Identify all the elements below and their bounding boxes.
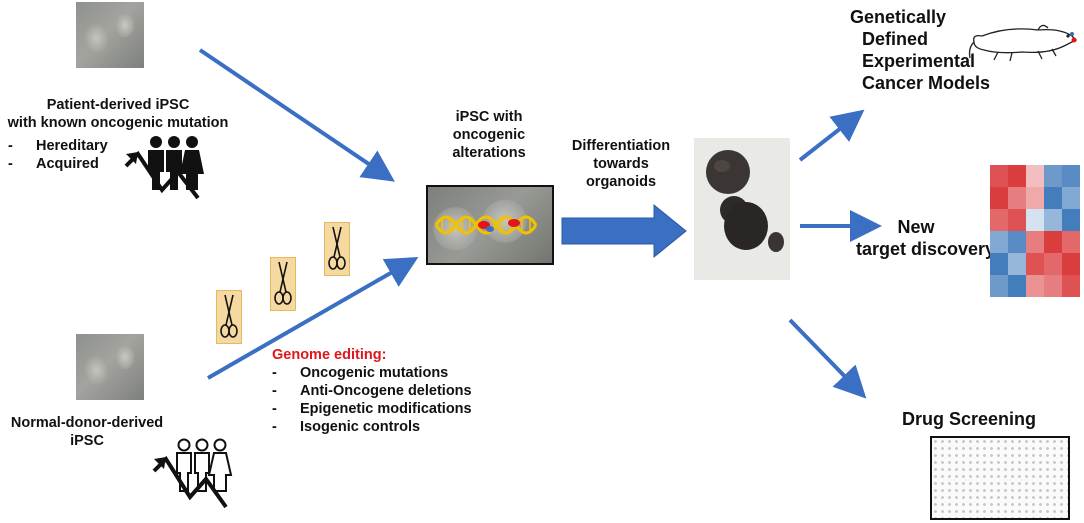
scissors-icon <box>274 261 292 305</box>
ipsc-alterations-line2: oncogenic <box>452 127 526 143</box>
differentiation-line1: Differentiation <box>571 138 671 154</box>
differentiation-line2: towards <box>593 156 649 172</box>
scissors-icon <box>220 294 238 338</box>
dna-helix-icon <box>434 215 538 235</box>
patient-mutation-types: Hereditary Acquired <box>8 137 108 173</box>
ipsc-alterations-label: iPSC with oncogenic alterations <box>426 108 552 162</box>
target-line2: target discovery <box>856 239 996 259</box>
heatmap-cell <box>1008 165 1026 187</box>
cancer-models-label: Genetically Defined Experimental Cancer … <box>850 6 990 94</box>
arrow-patient-to-ipsc <box>198 48 395 182</box>
mouse-icon <box>968 24 1078 62</box>
scissors-box-1 <box>216 290 242 344</box>
heatmap-cell <box>1062 275 1080 297</box>
models-line4: Cancer Models <box>862 73 991 93</box>
heatmap-cell <box>1044 187 1062 209</box>
differentiation-line3: organoids <box>585 174 657 190</box>
heatmap-cell <box>1062 253 1080 275</box>
organoid-photo <box>694 138 790 280</box>
models-line3: Experimental <box>862 51 976 71</box>
ipsc-alterations-line3: alterations <box>452 145 526 161</box>
drug-screening-label: Drug Screening <box>902 409 1037 429</box>
heatmap-cell <box>1062 209 1080 231</box>
heatmap-cell <box>990 275 1008 297</box>
models-line1: Genetically <box>850 7 947 27</box>
heatmap-cell <box>1008 275 1026 297</box>
ipsc-alterations-line1: iPSC with <box>455 109 523 125</box>
heatmap-cell <box>1026 253 1044 275</box>
patient-label-line1: Patient-derived iPSC <box>46 97 190 113</box>
heatmap-cell <box>990 253 1008 275</box>
heatmap-cell <box>1026 231 1044 253</box>
heatmap-cell <box>1008 231 1026 253</box>
genome-editing-list: Oncogenic mutations Anti-Oncogene deleti… <box>272 364 472 436</box>
heatmap-cell <box>1008 187 1026 209</box>
scissors-icon <box>328 226 346 270</box>
expression-heatmap <box>990 165 1080 297</box>
scissors-box-2 <box>270 257 296 311</box>
normal-people-icon <box>152 438 233 509</box>
organoid-shapes <box>706 150 784 252</box>
target-line1: New <box>897 217 935 237</box>
heatmap-cell <box>1026 165 1044 187</box>
target-discovery-label: New target discovery <box>856 216 996 260</box>
heatmap-cell <box>1062 165 1080 187</box>
heatmap-cell <box>1062 231 1080 253</box>
arrow-normal-to-ipsc <box>207 257 419 380</box>
mutation-type-acquired: Acquired <box>8 155 108 173</box>
heatmap-cell <box>1008 209 1026 231</box>
normal-ipsc-photo <box>76 334 144 400</box>
heatmap-cell <box>1008 253 1026 275</box>
screening-plate <box>930 436 1070 520</box>
heatmap-cell <box>1026 209 1044 231</box>
heatmap-cell <box>1044 253 1062 275</box>
normal-label-line2: iPSC <box>70 433 104 449</box>
heatmap-cell <box>990 165 1008 187</box>
heatmap-cell <box>1044 231 1062 253</box>
heatmap-cell <box>990 187 1008 209</box>
heatmap-cell <box>1026 187 1044 209</box>
genome-editing-title: Genome editing: <box>272 347 387 363</box>
heatmap-cell <box>1044 275 1062 297</box>
differentiation-label: Differentiation towards organoids <box>556 137 686 191</box>
heatmap-cell <box>1044 165 1062 187</box>
arrow-to-models <box>798 109 865 162</box>
heatmap-cell <box>1026 275 1044 297</box>
editing-item: Anti-Oncogene deletions <box>272 382 472 400</box>
models-line2: Defined <box>862 29 929 49</box>
patient-ipsc-label: Patient-derived iPSC with known oncogeni… <box>2 96 234 132</box>
heatmap-cell <box>990 209 1008 231</box>
arrow-to-drug <box>788 318 867 399</box>
genome-editing-block: Genome editing: Oncogenic mutations Anti… <box>272 346 472 436</box>
mutation-type-hereditary: Hereditary <box>8 137 108 155</box>
editing-item: Isogenic controls <box>272 418 472 436</box>
patient-ipsc-photo <box>76 2 144 68</box>
heatmap-cell <box>1044 209 1062 231</box>
normal-label-line1: Normal-donor-derived <box>10 415 164 431</box>
scissors-box-3 <box>324 222 350 276</box>
heatmap-cell <box>990 231 1008 253</box>
editing-item: Epigenetic modifications <box>272 400 472 418</box>
patient-people-icon <box>124 136 204 200</box>
editing-item: Oncogenic mutations <box>272 364 472 382</box>
normal-ipsc-label: Normal-donor-derived iPSC <box>2 414 172 450</box>
edited-ipsc-image <box>426 185 554 265</box>
heatmap-cell <box>1062 187 1080 209</box>
patient-label-line2: with known oncogenic mutation <box>7 115 229 131</box>
differentiation-block-arrow <box>561 203 687 259</box>
